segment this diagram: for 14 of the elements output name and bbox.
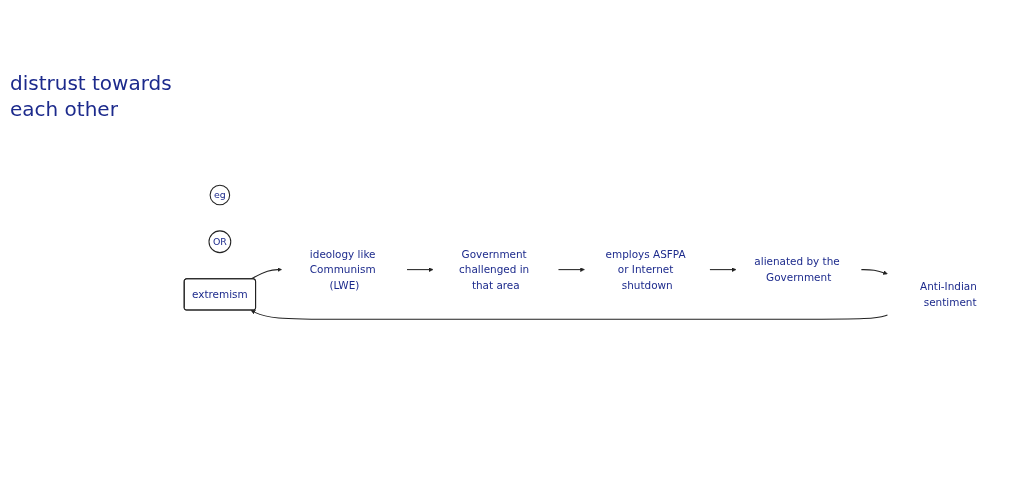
node-text: ideology like Communism (LWE) [309,247,376,292]
node-text: Anti-Indian sentiment [920,280,977,309]
arrow [406,267,434,272]
node-text: Government challenged in that area [459,247,530,292]
arrow [860,268,888,275]
arrow [709,267,737,272]
node-text: employs ASFPA or Internet shutdown [605,247,686,292]
arrow [557,267,585,272]
node-circle: eg [209,184,231,206]
node-circle: OR [208,230,232,253]
arrow [250,309,888,320]
note-text: distrust towards each other [10,70,173,122]
node-text: alienated by the Government [754,255,840,284]
arrow [250,267,282,280]
